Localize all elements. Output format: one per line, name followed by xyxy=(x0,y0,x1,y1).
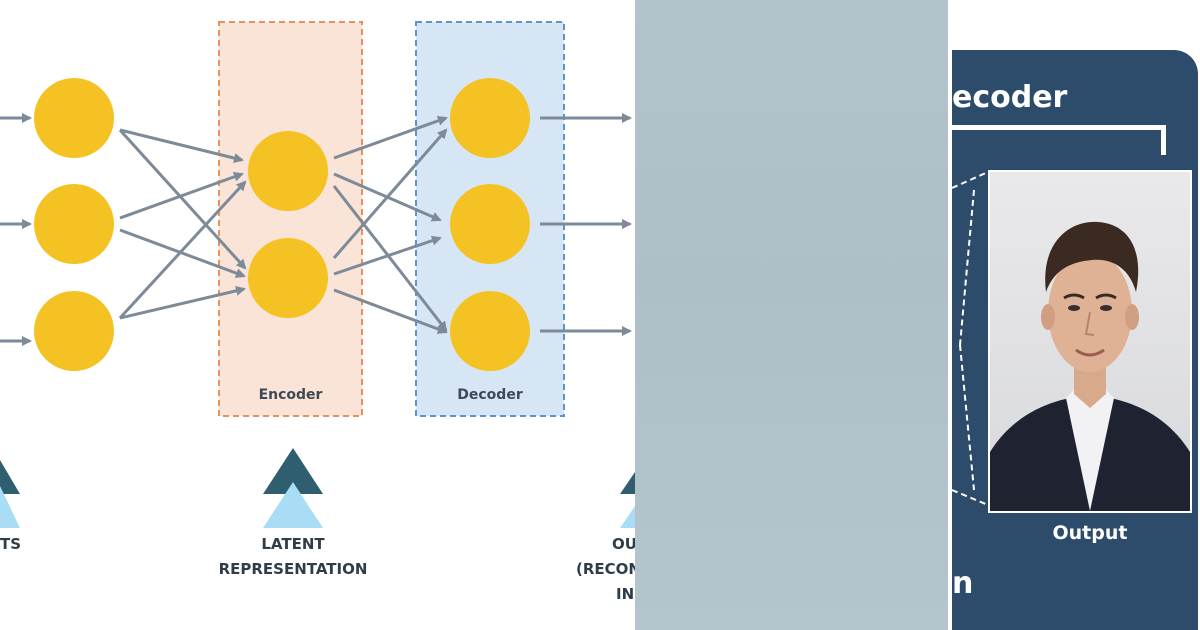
portrait-image xyxy=(990,172,1190,511)
input-node xyxy=(34,291,114,371)
decoder-layer xyxy=(450,78,530,371)
input-layer xyxy=(34,78,114,371)
panel-divider xyxy=(948,0,952,630)
latent-triangle-icon xyxy=(263,448,323,528)
card-title: ecoder xyxy=(952,80,1068,115)
title-rule xyxy=(952,125,1166,155)
output-caption: OU (RECON IN xyxy=(576,535,635,603)
autoencoder-diagram: Encoder Decoder TS LATENT REPRESENTATION… xyxy=(0,21,635,603)
output-node xyxy=(450,78,530,158)
input-arrows xyxy=(0,113,32,346)
latent-caption: LATENT REPRESENTATION xyxy=(218,535,368,578)
decoder-output-card: ecoder xyxy=(952,0,1200,630)
encoder-box xyxy=(218,21,363,417)
input-to-latent-arrows xyxy=(118,128,247,320)
latent-layer xyxy=(248,131,328,318)
latent-node xyxy=(248,131,328,211)
input-node xyxy=(34,184,114,264)
output-node xyxy=(450,184,530,264)
latent-node xyxy=(248,238,328,318)
decoder-label: Decoder xyxy=(457,387,523,403)
dashed-connector-lines xyxy=(952,171,989,506)
input-node xyxy=(34,78,114,158)
inputs-caption: TS xyxy=(0,535,22,553)
blank-gray-panel xyxy=(635,0,948,630)
partial-text: n xyxy=(952,566,974,601)
output-photo xyxy=(988,170,1192,513)
output-node xyxy=(450,291,530,371)
latent-to-decoder-arrows xyxy=(332,115,448,334)
output-triangle-icon xyxy=(620,472,635,528)
output-arrows xyxy=(540,113,632,336)
input-triangle-icon xyxy=(0,460,20,528)
encoder-label: Encoder xyxy=(258,387,323,403)
diagram-canvas xyxy=(0,21,635,528)
output-label: Output xyxy=(1052,522,1128,544)
